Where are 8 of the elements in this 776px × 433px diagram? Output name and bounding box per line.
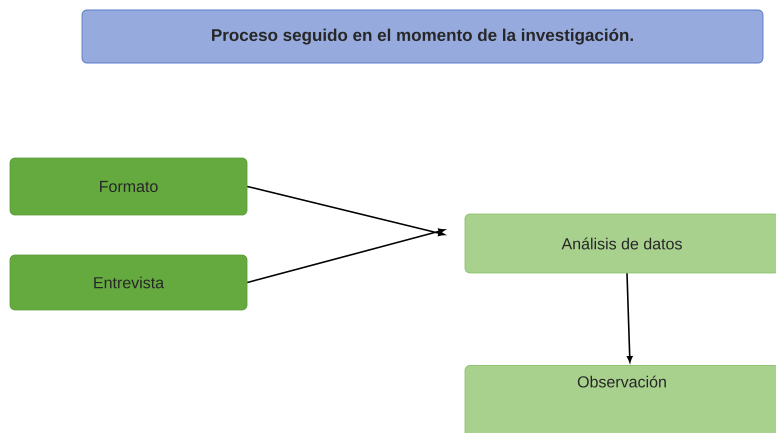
title-box: Proceso seguido en el momento de la investigación. bbox=[82, 10, 764, 64]
arrow bbox=[247, 186, 445, 236]
process-box: Formato bbox=[10, 158, 248, 216]
arrow bbox=[247, 228, 445, 284]
process-box: Entrevista bbox=[10, 254, 248, 310]
arrow bbox=[626, 273, 633, 363]
process-box: Observación bbox=[464, 365, 776, 433]
process-box: Análisis de datos bbox=[464, 214, 776, 274]
